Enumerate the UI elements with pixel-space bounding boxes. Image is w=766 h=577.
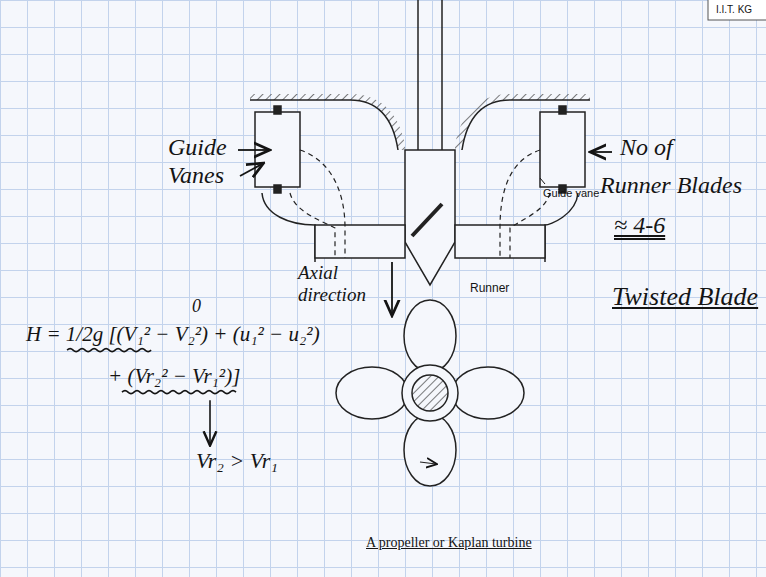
handwritten-note: Guide Vanes	[168, 134, 246, 189]
down-arrow	[209, 400, 211, 444]
equation: Vr₂ > Vr₁	[196, 448, 278, 473]
handwritten-note: No of	[620, 134, 673, 162]
handwritten-note: ≈ 4-6	[614, 212, 665, 240]
equation: + (Vr₂² − Vr₁²)]	[108, 364, 240, 388]
part-label: Runner	[470, 282, 509, 296]
logo-text: I.I.T. KG	[716, 4, 752, 16]
turbine-section	[250, 0, 590, 486]
leader-arrows	[238, 150, 612, 314]
handwritten-note: Twisted Blade	[612, 282, 758, 312]
wavy-underline	[67, 349, 151, 352]
part-label: Guide vane	[543, 187, 599, 200]
equation: H = 1/2g [(V₁² − V₂²) + (u₁² − u₂²)	[26, 322, 320, 346]
handwritten-note: Axial direction	[298, 262, 382, 306]
handwritten-note: Runner Blades	[600, 172, 742, 200]
logo-box	[708, 0, 766, 20]
equation-marks	[67, 349, 236, 444]
caption-label: A propeller or Kaplan turbine	[366, 535, 532, 551]
wavy-underline	[122, 391, 236, 394]
equation-note: 0	[192, 296, 201, 317]
